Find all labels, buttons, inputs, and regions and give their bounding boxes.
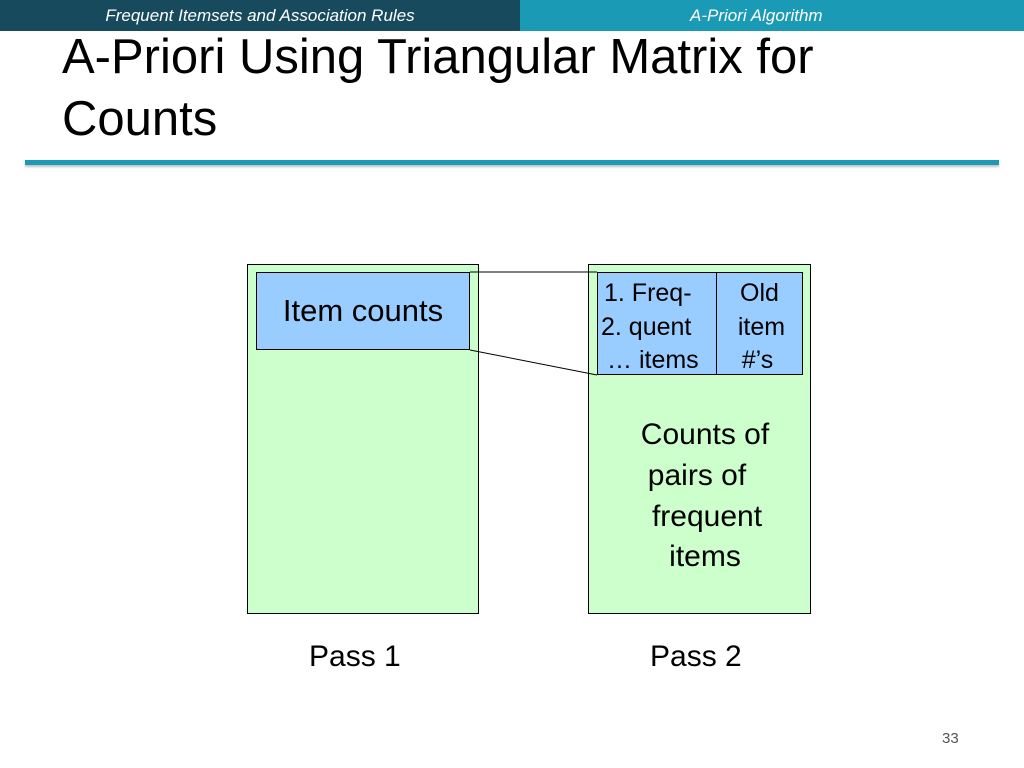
header-section-label: Frequent Itemsets and Association Rules <box>105 6 415 25</box>
frequent-items-box <box>597 272 717 375</box>
header-topic-label: A-Priori Algorithm <box>690 6 823 25</box>
pass1-caption: Pass 1 <box>309 640 401 673</box>
pair-counts-line-4: items <box>669 540 741 573</box>
pair-counts-line-1: Counts of <box>640 418 770 451</box>
header-section: Frequent Itemsets and Association Rules <box>0 0 520 31</box>
old-item-line-2: item <box>737 313 786 341</box>
freq-items-line-2: 2. quent <box>601 313 692 341</box>
freq-items-line-1: 1. Freq- <box>604 279 692 307</box>
pair-counts-line-3: frequent <box>651 500 763 533</box>
old-item-line-1: Old <box>740 279 779 307</box>
pair-counts-line-2: pairs of <box>647 459 747 492</box>
freq-items-line-3: … items <box>607 346 699 374</box>
page-number: 33 <box>942 730 959 747</box>
old-item-line-3: #’s <box>741 346 774 374</box>
pass2-caption: Pass 2 <box>650 640 742 673</box>
item-counts-label: Item counts <box>282 293 444 328</box>
item-counts-box <box>256 272 470 350</box>
header-topic: A-Priori Algorithm <box>520 0 1024 31</box>
old-item-numbers-box <box>716 272 803 375</box>
connector-bottom-line <box>469 349 598 376</box>
slide-title: A-Priori Using Triangular Matrix for Cou… <box>62 30 814 146</box>
title-divider <box>25 160 999 165</box>
